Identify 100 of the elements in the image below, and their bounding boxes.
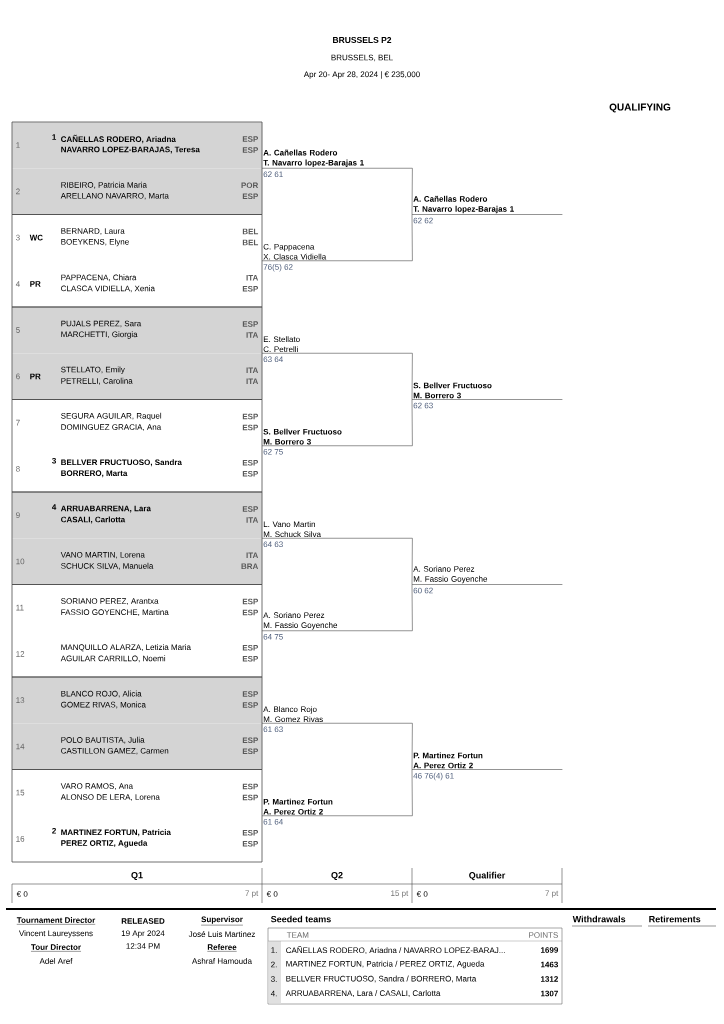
entry-row: 16 2 MARTINEZ FORTUN, Patricia ESP PEREZ ORTIZ, Agueda ESP	[12, 815, 263, 863]
table-header: TEAM	[286, 932, 309, 938]
node-label: ITA	[246, 552, 259, 559]
node-label: NAVARRO LOPEZ-BARAJAS, Teresa	[61, 146, 200, 154]
person-name: Adel Aref	[39, 958, 73, 964]
table-cell: MARTINEZ FORTUN, Patricia / PEREZ ORTIZ, Agueda	[286, 960, 485, 969]
date-prize-text: Apr 20- Apr 28, 2024 | € 235,000	[303, 71, 420, 79]
score-label: 61 64	[263, 818, 283, 825]
role-heading: Referee	[207, 944, 237, 952]
winner-entry: S. Bellver Fructuoso M. Borrero 3	[261, 428, 413, 447]
entry-row: 2 RIBEIRO, Patricia Maria POR ARELLANO NAVARRO, Marta ESP	[12, 168, 263, 215]
table-header: POINTS	[529, 932, 558, 938]
node-label: ESP	[242, 147, 259, 153]
winner-entry: A. Blanco Rojo M. Gomez Rivas	[261, 706, 413, 724]
role-heading: Supervisor	[200, 916, 244, 926]
node-label: POR	[241, 182, 259, 189]
score-label: 64 63	[263, 541, 283, 548]
node-label: ARRUABARRENA, Lara	[60, 505, 151, 513]
node-label: 10	[16, 558, 25, 565]
table-cell: 3.	[271, 976, 277, 982]
node-label: ESP	[242, 136, 259, 142]
entry-row: 3 WC BERNARD, Laura BEL BOEYKENS, Elyne BEL	[12, 214, 263, 261]
node-label: 1	[16, 142, 20, 148]
node-label: GOMEZ RIVAS, Monica	[61, 701, 146, 709]
node-label: VANO MARTIN, Lorena	[60, 551, 145, 559]
table-cell: CAÑELLAS RODERO, Ariadna / NAVARRO LOPEZ-BARAJ...	[286, 946, 505, 955]
bracket-line	[411, 769, 413, 817]
node-label: ITA	[246, 367, 259, 374]
bracket-line	[411, 399, 413, 447]
node-label: 9	[16, 512, 20, 518]
node-label: 1	[52, 134, 57, 140]
section-heading: Retirements	[647, 915, 717, 927]
prize-value: € 0	[16, 891, 28, 897]
score-label: 61 63	[263, 726, 283, 733]
section-heading: Seeded teams	[270, 915, 331, 923]
time-text: 12:34 PM	[126, 943, 160, 949]
prize-value: € 0	[266, 891, 278, 897]
entry-row: 11 SORIANO PEREZ, Arantxa ESP FASSIO GOYENCHE, Martina ESP	[12, 584, 263, 631]
node-label: ESP	[242, 321, 259, 327]
node-label: 2	[16, 188, 20, 195]
winner-entry: A. Soriano Perez M. Fassio Goyenche	[411, 565, 563, 585]
role-heading: Tour Director	[30, 944, 82, 952]
node-label: ITA	[246, 332, 259, 338]
node-label: BLANCO ROJO, Alicia	[61, 690, 142, 698]
score-label: 63 64	[263, 356, 283, 363]
entry-row: 4 PR PAPPACENA, Chiara ITA CLASCA VIDIELLA, Xenia ESP	[12, 260, 263, 308]
node-label: POLO BAUTISTA, Julia	[61, 736, 145, 744]
node-label: STELLATO, Emily	[61, 366, 125, 374]
node-label: ESP	[242, 702, 259, 708]
node-label: PR	[30, 373, 41, 380]
status-heading: RELEASED	[121, 918, 165, 924]
score-label: 62 61	[263, 171, 283, 178]
entry-row: 1 1 CAÑELLAS RODERO, Ariadna ESP NAVARRO LOPEZ-BARAJAS, Teresa ESP	[12, 122, 263, 169]
score-label: 62 62	[413, 217, 433, 224]
table-cell: 1.	[271, 947, 277, 953]
score-label: 64 75	[263, 633, 283, 640]
node-label: CAÑELLAS RODERO, Ariadna	[61, 134, 176, 144]
bracket-line	[411, 537, 413, 585]
entry-row: 12 MANQUILLO ALARZA, Letizia Maria ESP AGUILAR CARRILLO, Noemi ESP	[12, 630, 263, 678]
node-label: ESP	[242, 737, 259, 744]
person-name: José Luis Martinez	[188, 931, 255, 937]
node-label: ESP	[242, 193, 259, 200]
location-text: BRUSSELS, BEL	[331, 54, 393, 62]
node-label: CASTILLON GAMEZ, Carmen	[61, 747, 169, 755]
prize-value: € 0	[416, 891, 428, 897]
entry-row: 5 PUJALS PEREZ, Sara ESP MARCHETTI, Giorgia ITA	[12, 307, 263, 354]
score-label: 62 63	[413, 402, 433, 409]
person-name: Vincent Laureyssens	[18, 930, 93, 938]
entry-row: 9 4 ARRUABARRENA, Lara ESP CASALI, Carlotta ITA	[12, 492, 263, 539]
node-label: CASALI, Carlotta	[61, 516, 126, 524]
winner-entry: C. Pappacena X. Clasca Vidiella	[261, 243, 413, 262]
node-label: ARELLANO NAVARRO, Marta	[60, 192, 169, 200]
score-label: 46 76(4) 61	[413, 772, 454, 781]
entry-row: 14 POLO BAUTISTA, Julia ESP CASTILLON GAMEZ, Carmen ESP	[12, 723, 263, 770]
winner-entry: L. Vano Martin M. Schuck Silva	[261, 521, 413, 539]
winner-entry: S. Bellver Fructuoso M. Borrero 3	[411, 382, 563, 400]
winner-entry: A. Cañellas Rodero T. Navarro lopez-Barajas 1	[261, 149, 413, 169]
bracket-line	[411, 722, 413, 770]
bracket-line	[411, 167, 413, 215]
node-label: PETRELLI, Carolina	[61, 377, 133, 385]
column-heading: Q1	[131, 871, 143, 881]
node-label: ITA	[246, 378, 259, 385]
node-label: MARCHETTI, Giorgia	[61, 331, 138, 339]
node-label: ESP	[242, 506, 259, 512]
table-cell: 1699	[541, 947, 558, 953]
table-cell: 1312	[541, 976, 558, 982]
points-value: 7 pt	[545, 890, 559, 898]
title: BRUSSELS P2	[333, 37, 392, 43]
column-heading: Q2	[331, 871, 343, 881]
section-heading: Withdrawals	[571, 915, 643, 927]
winner-entry: P. Martinez Fortun A. Perez Ortiz 2	[261, 798, 413, 817]
winner-entry: E. Stellato C. Petrelli	[261, 336, 413, 354]
column-heading: Qualifier	[469, 871, 506, 881]
entry-row: 15 VARO RAMOS, Ana ESP ALONSO DE LERA, Lorena ESP	[12, 769, 263, 816]
table-cell: 1463	[541, 961, 558, 968]
person-name: Ashraf Hamouda	[192, 958, 252, 964]
node-label: PUJALS PEREZ, Sara	[61, 320, 142, 328]
node-label: 6	[16, 373, 20, 380]
node-label: 13	[16, 697, 25, 703]
node-label: ESP	[242, 691, 259, 697]
